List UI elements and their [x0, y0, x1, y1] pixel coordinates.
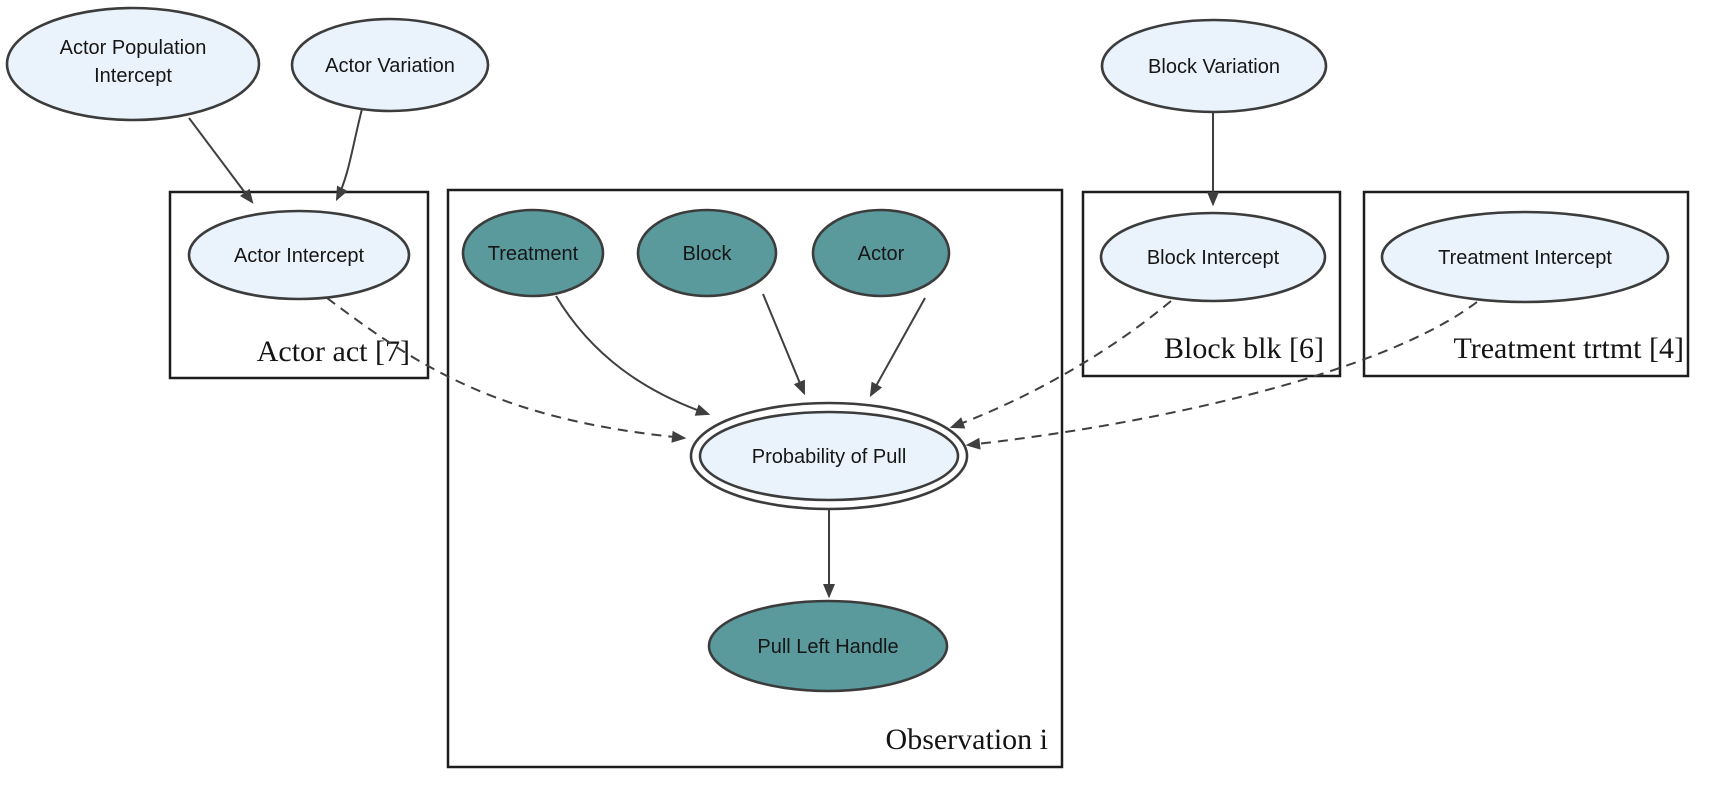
probability-of-pull-shape [698, 410, 960, 502]
edge-actor-to-probability-of-pull [869, 297, 926, 398]
node-actor-intercept: Actor Intercept [187, 209, 411, 301]
edge-block-intercept-to-probability-of-pull [949, 300, 1172, 429]
pull-left-handle-label: Pull Left Handle [757, 636, 898, 658]
node-actor-variation: Actor Variation [290, 17, 490, 113]
actor-shape [811, 208, 951, 298]
actor-population-intercept-shape [5, 6, 261, 122]
edges [188, 108, 1478, 599]
block-variation-label: Block Variation [1148, 56, 1280, 78]
plates: Actor act [7] Observation i Block blk [6… [168, 188, 1690, 769]
block-shape [636, 208, 778, 298]
node-actor: Actor [811, 208, 951, 298]
edge-treatment-to-probability-of-pull [555, 295, 711, 416]
node-treatment-intercept: Treatment Intercept [1380, 210, 1670, 304]
treatment-plate [1362, 190, 1690, 378]
actor-intercept-label: Actor Intercept [234, 245, 365, 267]
block-variation-shape [1100, 18, 1328, 114]
actor-population-intercept-label-line1: Actor Population [60, 37, 207, 59]
treatment-shape [461, 208, 605, 298]
node-block-variation: Block Variation [1100, 18, 1328, 114]
treatment-intercept-shape [1380, 210, 1670, 304]
node-probability-of-pull: Probability of Pull [689, 401, 969, 511]
actor-population-intercept-label-line2: Intercept [94, 65, 172, 87]
actor-variation-shape [290, 17, 490, 113]
actor-plate [168, 190, 430, 380]
node-block: Block [636, 208, 778, 298]
edge-block-to-probability-of-pull [762, 293, 805, 396]
actor-label: Actor [858, 243, 905, 265]
edge-actor-population-intercept-to-actor-intercept [188, 117, 254, 204]
edge-actor-intercept-to-probability-of-pull [326, 297, 687, 443]
treatment-label: Treatment [488, 243, 579, 265]
observation-plate-label: Observation i [886, 723, 1048, 756]
block-intercept-label: Block Intercept [1147, 247, 1280, 269]
block-plate-label: Block blk [6] [1164, 332, 1324, 365]
node-block-intercept: Block Intercept [1099, 211, 1327, 303]
treatment-intercept-label: Treatment Intercept [1438, 247, 1612, 269]
edge-treatment-intercept-to-probability-of-pull [965, 301, 1478, 450]
pull-left-handle-shape [707, 599, 949, 693]
block-label: Block [683, 243, 733, 265]
actor-intercept-shape [187, 209, 411, 301]
block-intercept-shape [1099, 211, 1327, 303]
probability-of-pull-label: Probability of Pull [752, 446, 907, 468]
nodes: Actor Population Intercept Actor Variati… [5, 6, 1670, 693]
actor-variation-label: Actor Variation [325, 55, 455, 77]
node-actor-population-intercept: Actor Population Intercept [5, 6, 261, 122]
actor-plate-label: Actor act [7] [257, 335, 410, 368]
observation-plate [446, 188, 1064, 769]
node-pull-left-handle: Pull Left Handle [707, 599, 949, 693]
edge-actor-variation-to-actor-intercept [335, 108, 363, 202]
node-treatment: Treatment [461, 208, 605, 298]
treatment-plate-label: Treatment trtmt [4] [1453, 332, 1684, 365]
